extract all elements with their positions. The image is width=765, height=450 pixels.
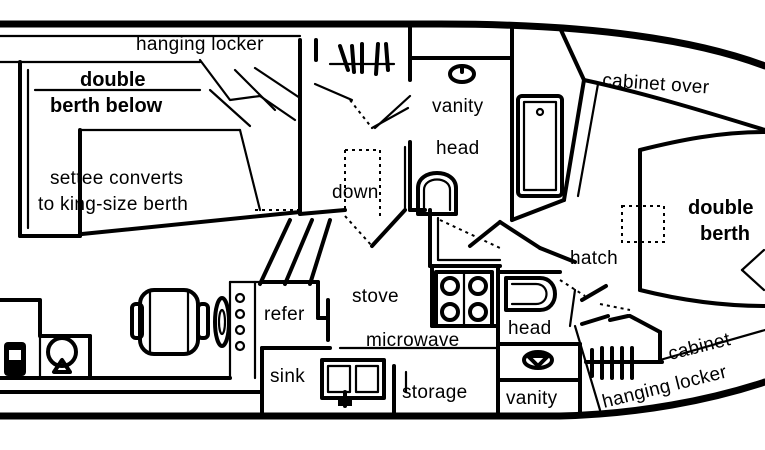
label-hanging-locker-port: hanging locker xyxy=(136,34,264,55)
label-refer: refer xyxy=(264,304,305,325)
label-stove: stove xyxy=(352,286,399,307)
label-microwave: microwave xyxy=(366,330,460,351)
label-cabinet-stbd: cabinet xyxy=(666,329,733,365)
shower-icon xyxy=(516,94,564,198)
label-storage: storage xyxy=(402,382,467,403)
helm-seat-icon xyxy=(130,288,210,356)
label-cabinet-over: cabinet over xyxy=(602,70,711,98)
stove-icon xyxy=(434,270,494,328)
toilet-icon xyxy=(416,171,458,216)
galley xyxy=(260,264,500,418)
hanging-locker-posts xyxy=(584,328,765,380)
hull-outline xyxy=(0,20,765,420)
aft-head xyxy=(496,270,602,418)
label-double-berth-below-1: double xyxy=(80,69,146,91)
toilet-icon xyxy=(504,276,557,312)
washbasin-icon xyxy=(522,350,554,370)
label-settee-1: settee converts xyxy=(50,168,183,189)
wheel-icon xyxy=(213,296,231,348)
label-head-aft: head xyxy=(508,318,551,339)
label-double-berth-2: berth xyxy=(700,223,750,245)
label-down: down xyxy=(332,182,379,203)
label-double-berth-1: double xyxy=(688,197,754,219)
companionway xyxy=(258,38,412,286)
sink-icon xyxy=(320,358,386,408)
label-settee-2: to king-size berth xyxy=(38,194,188,215)
labels: hanging locker double berth below settee… xyxy=(38,34,754,413)
label-vanity-fwd: vanity xyxy=(432,96,484,117)
salon-area xyxy=(0,58,302,394)
forward-cabin xyxy=(510,26,765,364)
instrument-panel-icon xyxy=(234,292,246,352)
washbasin-icon xyxy=(448,64,476,84)
label-hatch: hatch xyxy=(570,248,618,269)
aft-fixtures xyxy=(4,334,78,380)
label-head-fwd: head xyxy=(436,138,479,159)
label-vanity-aft: vanity xyxy=(506,388,558,409)
label-double-berth-below-2: berth below xyxy=(50,95,163,117)
label-sink: sink xyxy=(270,366,305,387)
